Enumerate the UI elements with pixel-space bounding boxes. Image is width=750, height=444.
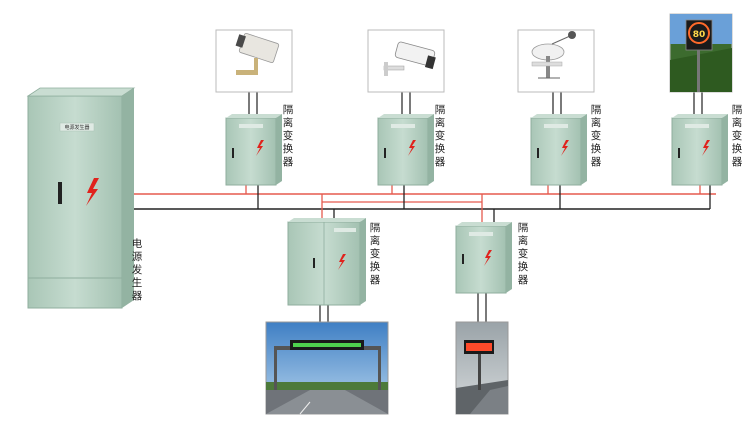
lightning-bolt-icon bbox=[702, 140, 710, 156]
isolator-label-4: 隔离变换器 bbox=[731, 104, 743, 168]
lightning-bolt-icon bbox=[256, 140, 264, 156]
isolator-cabinet-2 bbox=[377, 114, 434, 186]
bullet-camera-device bbox=[367, 29, 445, 93]
lightning-bolt-icon bbox=[408, 140, 416, 156]
isolator-label-5: 隔离变换器 bbox=[369, 222, 381, 286]
isolator-label-2: 隔离变换器 bbox=[434, 104, 446, 168]
isolator-label-1: 隔离变换器 bbox=[282, 104, 294, 168]
isolator-cabinet-6 bbox=[455, 222, 512, 294]
lightning-bolt-icon bbox=[86, 178, 99, 206]
generator-label: 电源发生器 bbox=[131, 238, 143, 302]
box-camera-device bbox=[215, 29, 293, 93]
isolator-cabinet-3 bbox=[530, 114, 587, 186]
weather-station-device bbox=[517, 29, 595, 93]
power-generator-cabinet: 电源发生器 bbox=[26, 87, 136, 309]
speed-limit-value: 80 bbox=[693, 30, 706, 40]
isolator-cabinet-4 bbox=[671, 114, 728, 186]
roadside-variable-message-sign bbox=[455, 321, 509, 415]
lightning-bolt-icon bbox=[338, 254, 346, 270]
generator-plate-text: 电源发生器 bbox=[64, 124, 89, 131]
isolator-cabinet-5 bbox=[287, 218, 366, 306]
isolator-cabinet-1 bbox=[225, 114, 282, 186]
speed-limit-sign-device: 80 bbox=[669, 13, 733, 93]
power-bus bbox=[122, 92, 716, 322]
lightning-bolt-icon bbox=[484, 250, 492, 266]
cabinet-handle bbox=[58, 182, 62, 204]
gantry-variable-message-sign bbox=[265, 321, 389, 415]
isolator-label-6: 隔离变换器 bbox=[517, 222, 529, 286]
lightning-bolt-icon bbox=[561, 140, 569, 156]
isolator-label-3: 隔离变换器 bbox=[590, 104, 602, 168]
